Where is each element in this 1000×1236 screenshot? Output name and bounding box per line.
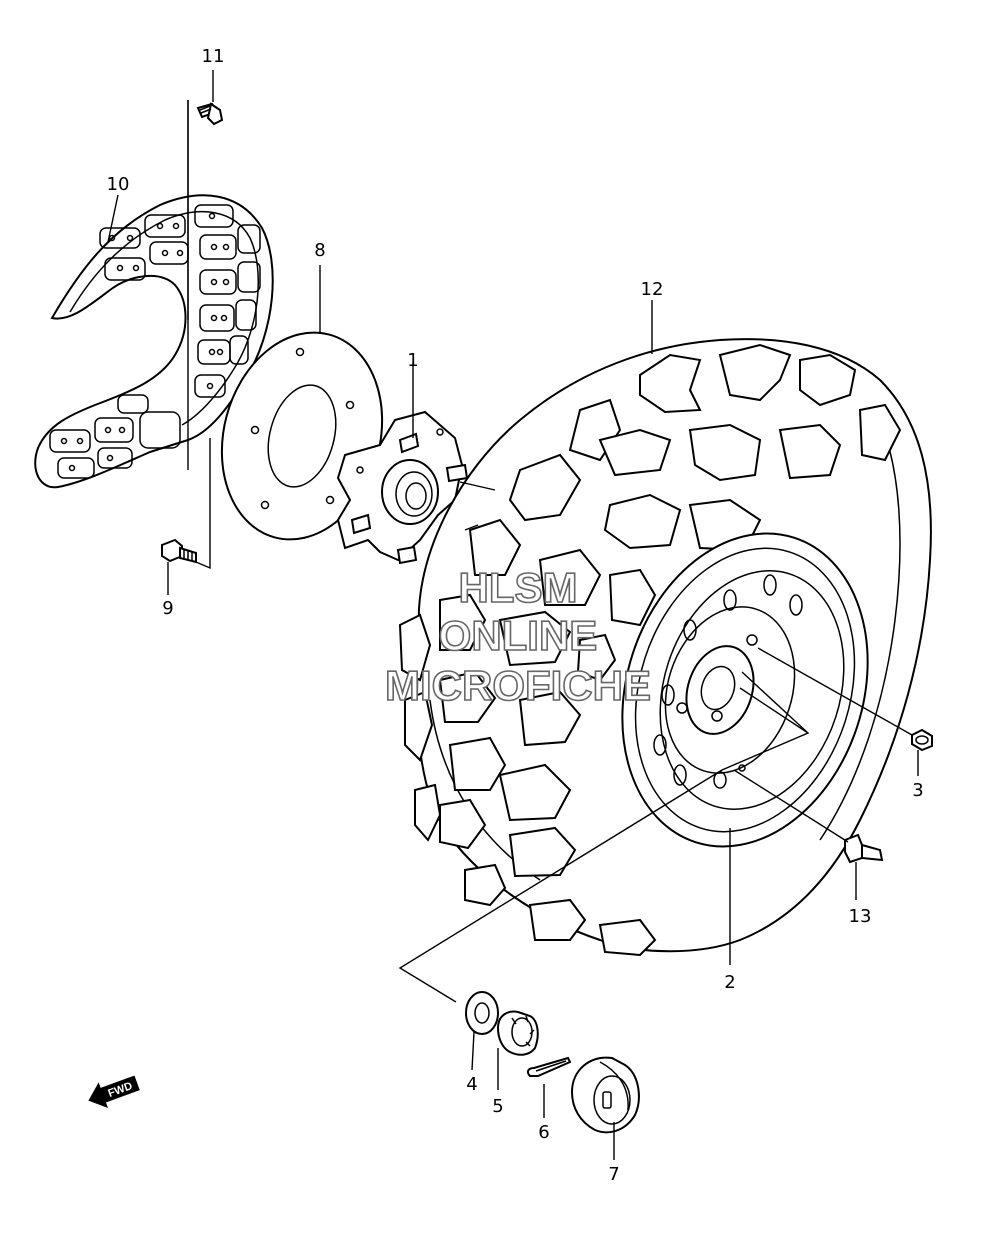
washer-part-4[interactable] xyxy=(465,991,499,1035)
callout-8: 8 xyxy=(314,240,325,261)
callout-9: 9 xyxy=(162,598,173,619)
callout-13: 13 xyxy=(849,906,872,927)
watermark-line-2: ONLINE xyxy=(439,612,598,659)
fwd-arrow-icon: FWD xyxy=(88,1075,140,1108)
castle-nut-part-5[interactable] xyxy=(496,1010,539,1056)
watermark-line-1: HLSM xyxy=(459,564,578,611)
callout-11: 11 xyxy=(202,46,225,67)
leader-lines xyxy=(107,70,919,1160)
callout-12: 12 xyxy=(641,279,664,300)
callout-10: 10 xyxy=(107,174,130,195)
bolt-part-11[interactable] xyxy=(196,102,224,126)
callout-7: 7 xyxy=(608,1164,619,1185)
callout-3: 3 xyxy=(912,780,923,801)
skid-plate-part-10[interactable] xyxy=(34,194,274,489)
watermark: HLSM ONLINE MICROFICHE xyxy=(384,563,652,710)
callout-2: 2 xyxy=(724,972,735,993)
cotter-pin-part-6[interactable] xyxy=(526,1056,572,1077)
wheel-rim-part-2[interactable] xyxy=(583,501,906,878)
callout-labels: 11 10 8 12 1 9 3 13 2 4 5 6 7 xyxy=(107,46,924,1185)
stud-bolt-part-13[interactable] xyxy=(844,833,884,864)
skid-plate-cutouts xyxy=(49,204,261,479)
bolt-part-9[interactable] xyxy=(161,538,197,564)
wheel-hub-part-1[interactable] xyxy=(336,410,469,565)
callout-5: 5 xyxy=(492,1096,503,1117)
hub-cap-part-7[interactable] xyxy=(570,1056,640,1134)
lug-nut-part-3[interactable] xyxy=(911,728,933,752)
callout-4: 4 xyxy=(466,1074,477,1095)
rim-holes xyxy=(653,574,803,789)
callout-1: 1 xyxy=(407,350,418,371)
callout-6: 6 xyxy=(538,1122,549,1143)
watermark-line-3: MICROFICHE xyxy=(385,662,651,709)
